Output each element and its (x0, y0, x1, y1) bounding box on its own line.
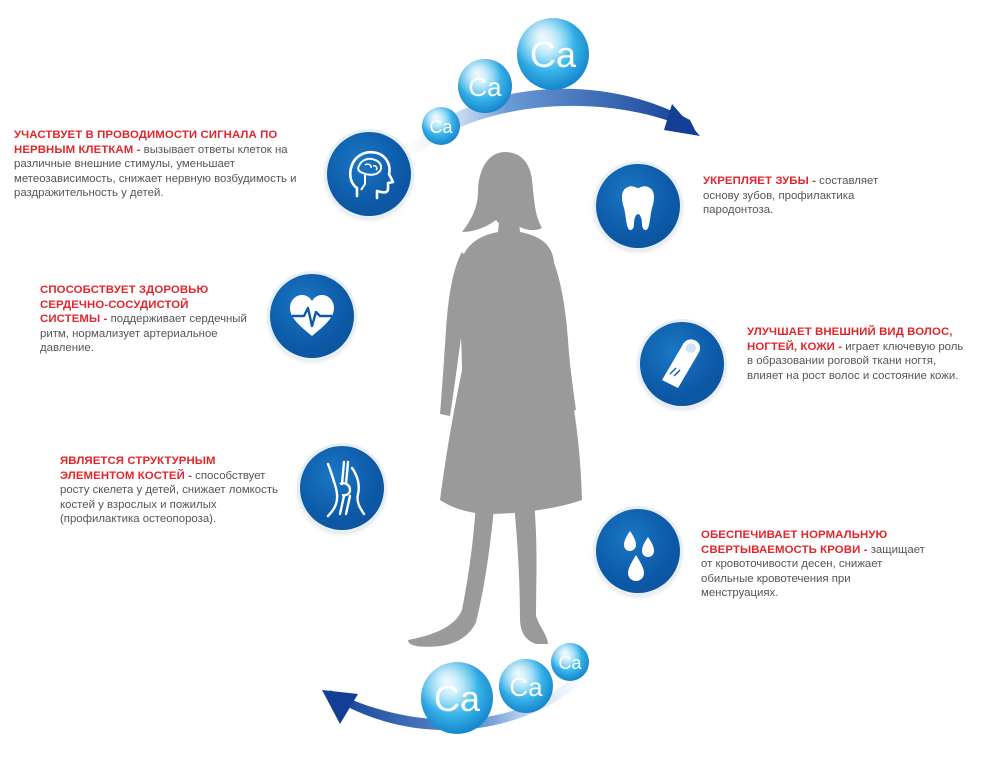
info-block-blood: ОБЕСПЕЧИВАЕТ НОРМАЛЬНУЮ СВЕРТЫВАЕМОСТЬ К… (701, 528, 927, 601)
fingernail-icon (640, 322, 724, 406)
info-body: составляет основу зубов, профилактика па… (703, 175, 879, 217)
ca-bubble-top-large (517, 18, 589, 90)
bottom-arrow-head (322, 690, 358, 724)
info-body: способствует росту скелета у детей, сниж… (60, 469, 278, 526)
bottom-arc-arrow (330, 675, 590, 731)
brain-head-icon (327, 132, 411, 216)
ca-bubble-top-small (422, 107, 460, 145)
heart-pulse-icon (270, 274, 354, 358)
info-highlight: УКРЕПЛЯЕТ ЗУБЫ - (703, 175, 817, 187)
info-highlight: ОБЕСПЕЧИВАЕТ НОРМАЛЬНУЮ СВЕРТЫВАЕМОСТЬ К… (701, 529, 888, 556)
info-body: защищает от кровоточивости десен, снижае… (701, 543, 925, 600)
ca-bubble-bottom-small (551, 643, 589, 681)
ca-bubble-bottom-medium (499, 659, 553, 713)
info-highlight: ЯВЛЯЕТСЯ СТРУКТУРНЫМ ЭЛЕМЕНТОМ КОСТЕЙ - (60, 455, 216, 482)
info-highlight: УЛУЧШАЕТ ВНЕШНИЙ ВИД ВОЛОС, НОГТЕЙ, КОЖИ… (747, 326, 953, 353)
ca-bubble-top-medium (458, 59, 512, 113)
info-body: поддерживает сердечный ритм, нормализует… (40, 313, 247, 355)
info-highlight: УЧАСТВУЕТ В ПРОВОДИМОСТИ СИГНАЛА ПО НЕРВ… (14, 129, 278, 156)
info-body: играет ключевую роль в образовании рогов… (747, 340, 964, 382)
knee-joint-icon (300, 446, 384, 530)
info-block-teeth: УКРЕПЛЯЕТ ЗУБЫ - составляет основу зубов… (703, 174, 915, 218)
woman-silhouette (408, 152, 582, 647)
info-highlight: СПОСОБСТВУЕТ ЗДОРОВЬЮ СЕРДЕЧНО-СОСУДИСТО… (40, 284, 209, 326)
blood-drops-icon (596, 509, 680, 593)
info-block-nails: УЛУЧШАЕТ ВНЕШНИЙ ВИД ВОЛОС, НОГТЕЙ, КОЖИ… (747, 325, 969, 383)
info-block-nerve: УЧАСТВУЕТ В ПРОВОДИМОСТИ СИГНАЛА ПО НЕРВ… (14, 128, 304, 201)
ca-bubble-bottom-large (421, 662, 493, 734)
info-block-heart: СПОСОБСТВУЕТ ЗДОРОВЬЮ СЕРДЕЧНО-СОСУДИСТО… (40, 283, 250, 356)
top-arrow-head (664, 104, 700, 136)
info-body: вызывает ответы клеток на различные внеш… (14, 143, 297, 200)
info-block-bones: ЯВЛЯЕТСЯ СТРУКТУРНЫМ ЭЛЕМЕНТОМ КОСТЕЙ - … (60, 454, 292, 527)
tooth-icon (596, 164, 680, 248)
